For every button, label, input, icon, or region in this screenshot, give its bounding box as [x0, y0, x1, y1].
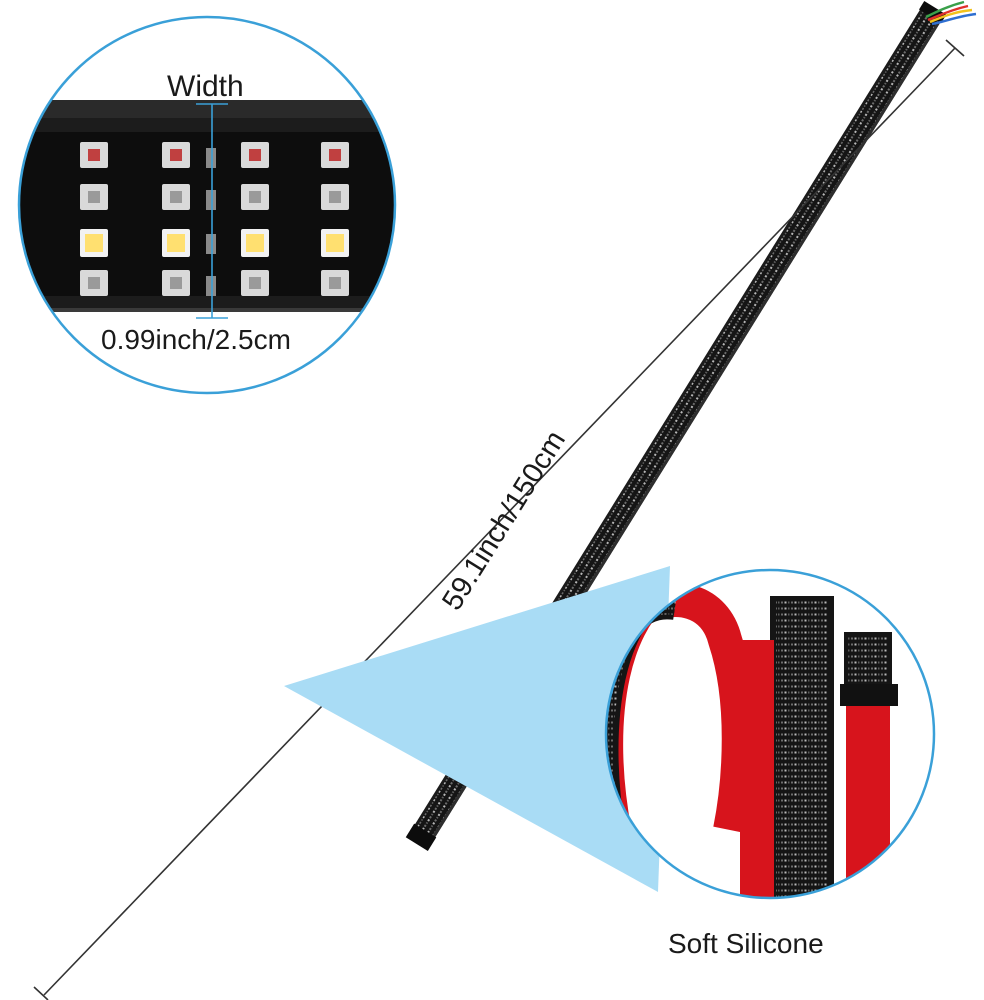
- led-chip: [321, 270, 349, 296]
- width-heading: Width: [167, 70, 244, 103]
- led-chip: [80, 142, 108, 168]
- silicone-backing: [740, 640, 774, 898]
- led-chip: [241, 184, 269, 210]
- led-chip: [80, 270, 108, 296]
- resistor: [206, 190, 216, 210]
- connector-wires: [925, 0, 977, 26]
- resistor: [206, 276, 216, 296]
- width-zoom-callout: [17, 15, 397, 395]
- led-chip: [162, 270, 190, 296]
- led-chip-lit: [241, 229, 269, 257]
- silicone-circle-ring: [604, 568, 936, 900]
- material-label: Soft Silicone: [668, 928, 824, 959]
- led-chip-lit: [80, 229, 108, 257]
- silicone-callout-cone: [284, 566, 670, 892]
- led-chip: [321, 142, 349, 168]
- led-chip: [162, 142, 190, 168]
- led-chip: [241, 270, 269, 296]
- width-dimension-label: 0.99inch/2.5cm: [101, 324, 291, 355]
- led-chip: [321, 184, 349, 210]
- width-dimension-marker: [196, 103, 228, 319]
- led-chip: [241, 142, 269, 168]
- led-chip: [162, 184, 190, 210]
- led-chip: [80, 184, 108, 210]
- length-dimension-line: [33, 39, 965, 1000]
- led-chip-lit: [321, 229, 349, 257]
- led-chip-grid: [80, 142, 349, 296]
- resistor: [206, 234, 216, 254]
- led-chip-lit: [162, 229, 190, 257]
- strip-end-cap: [405, 823, 437, 851]
- zoom-circle-ring: [17, 15, 397, 395]
- silicone-callout: [604, 568, 936, 900]
- resistor: [206, 148, 216, 168]
